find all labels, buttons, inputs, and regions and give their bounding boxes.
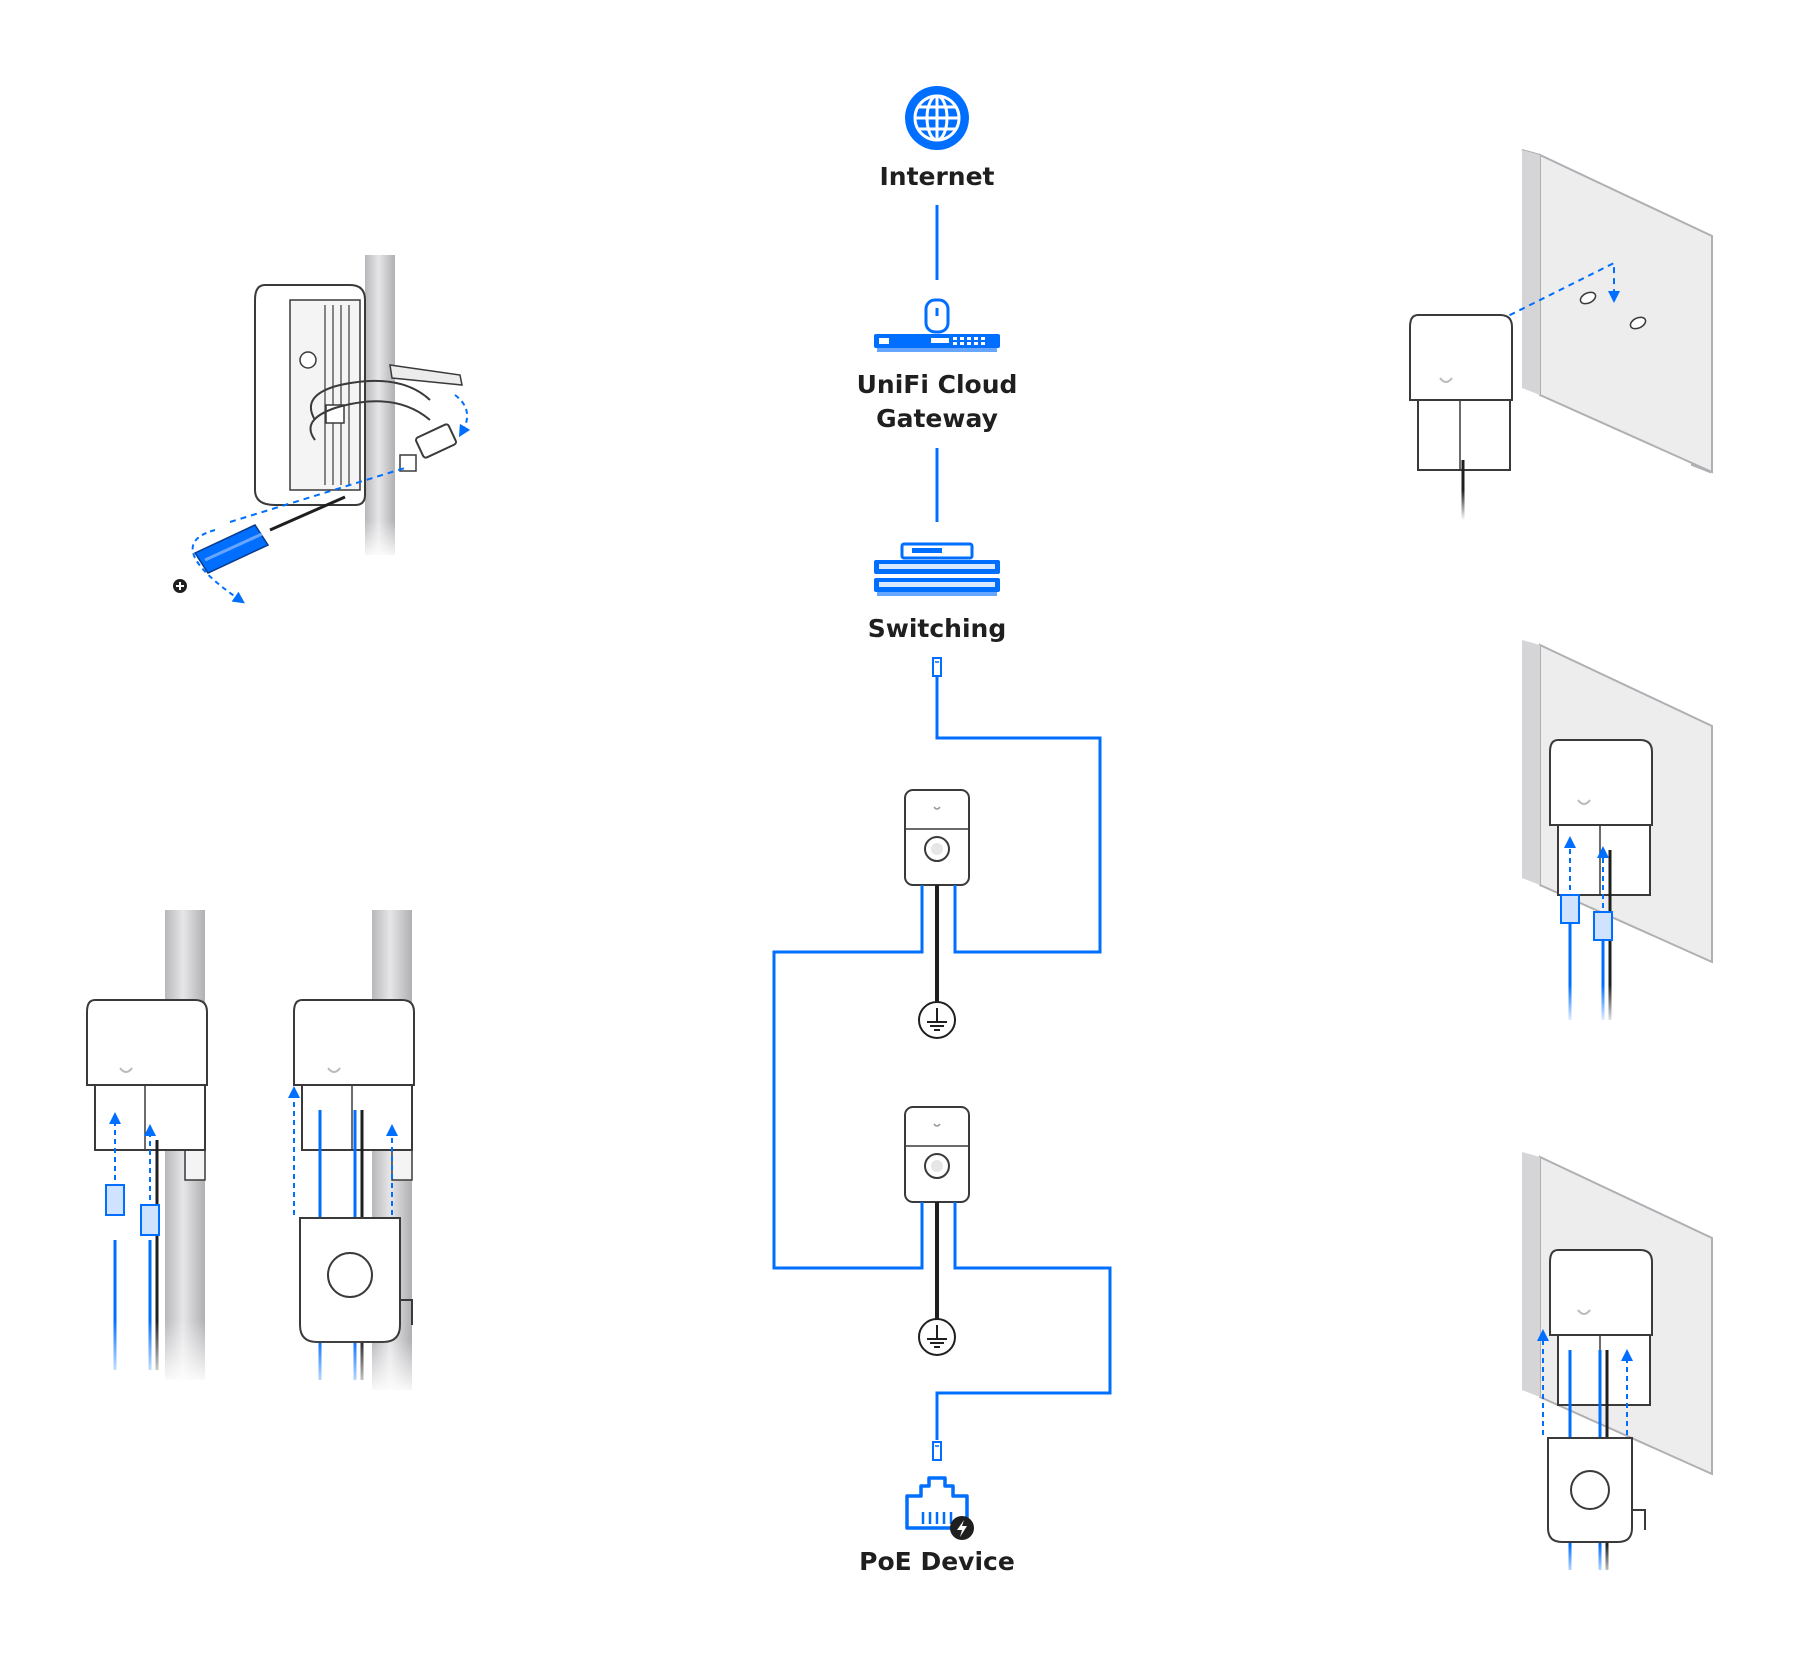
switching-label: Switching [867, 614, 1007, 643]
network-topology [772, 86, 1112, 1540]
ground-icon [918, 1001, 956, 1039]
ground-icon [918, 1318, 956, 1356]
internet-label: Internet [879, 162, 995, 191]
surge-protector-1 [904, 789, 970, 886]
rj45-plug-icon [932, 657, 942, 677]
rj45-plug-icon [932, 1441, 942, 1461]
pole-cover-install-illustration [288, 910, 430, 1395]
pole-cable-connect-illustration [80, 910, 220, 1385]
surge-protector-2 [904, 1106, 970, 1203]
cloud-gateway-icon [874, 298, 1000, 352]
pole-mount-strap-illustration [173, 255, 471, 604]
poe-device-label: PoE Device [859, 1547, 1015, 1576]
screw-icon [1579, 291, 1647, 330]
screwdriver-icon [193, 495, 346, 574]
wall-cable-connect-illustration [1522, 640, 1713, 1025]
gateway-label: UniFi Cloud Gateway [856, 370, 1018, 433]
wall-cover-install-illustration [1522, 1152, 1713, 1580]
wall-mount-screws-illustration [1409, 149, 1713, 520]
switch-stack-icon [874, 542, 1000, 596]
globe-icon [905, 86, 969, 150]
rj45-port-poe-icon [905, 1476, 974, 1540]
